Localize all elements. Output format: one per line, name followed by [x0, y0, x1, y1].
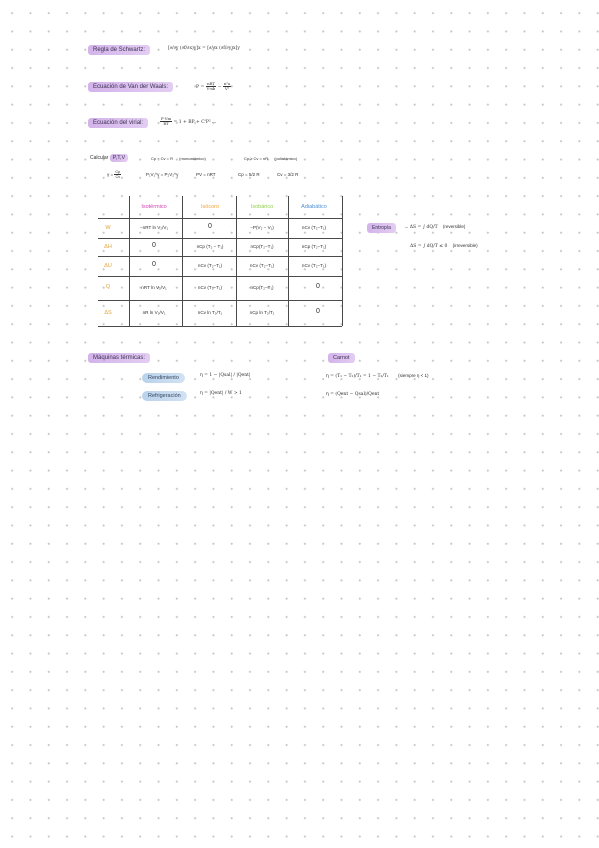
cell-du-isochoric: nCv (T₂−T₁) [197, 263, 223, 268]
table-hline-5 [98, 300, 342, 301]
entropy-irrev-formula: ΔS = ∫ dQ/T ≤ 0 [410, 244, 448, 249]
vdw-frac-2-num: n²a [222, 81, 232, 88]
carnot-eta1-note: (siempre η < 1) [398, 373, 429, 378]
row-label-q: Q [105, 284, 111, 290]
virial-rhs: = 1 + BP + C'P² ... [173, 120, 217, 126]
mono-note: (monoatómico) [179, 156, 206, 161]
cell-du-isobaric: nCv (T₂−T₁) [249, 263, 275, 268]
mono-formula: Cp − Cv = R [151, 156, 174, 161]
vdw-lhs: P = [196, 85, 205, 91]
carnot-efficiency-heat: η = (Qent − Qsal)/Qent [326, 392, 380, 397]
table-vline-1 [129, 196, 130, 326]
cell-dh-isobaric: nCp(T₂−T₁) [250, 244, 274, 249]
polyatomic-relation: Cp ≥ Cv = nR (poliatómico) [244, 156, 297, 161]
calc-label: Calcular [90, 155, 109, 161]
entropy-irrev-note: (irreversible) [452, 243, 478, 248]
entropy-rev-formula: ΔS = ∫ dQ/T [409, 225, 438, 230]
thermal-machines-label: Máquinas térmicas: [88, 353, 151, 363]
cell-dh-isothermal: 0 [152, 242, 156, 249]
cell-du-adiabatic: nCv (T₂−T₁) [301, 263, 327, 268]
cp-value: Cp = 5/2 R [238, 172, 260, 177]
cell-dh-isochoric: nCp (T₂ − T₁) [196, 244, 224, 249]
ptv-highlight: P,T,V [109, 154, 129, 162]
cell-ds-adiabatic: 0 [316, 308, 320, 315]
carnot-label: Carnot [328, 353, 355, 363]
table-hline-3 [98, 256, 342, 257]
cv-value: Cv = 3/2 R [277, 172, 299, 177]
vdw-frac-1-den: V-nb [206, 86, 216, 92]
col-header-adiabatic: Adiabático [301, 204, 327, 210]
table-vline-5 [342, 196, 343, 326]
vdw-frac-1-num: nRT [205, 81, 217, 88]
row-label-du: ΔU [104, 263, 112, 269]
gamma-den: Cv [115, 175, 121, 180]
efficiency-formula: η = 1 − |Qsal| / |Qent| [200, 373, 251, 378]
virial-frac-num: P·Vm [160, 116, 173, 123]
cell-ds-isothermal: nR ln V₂/V₁ [142, 310, 166, 315]
col-header-isochoric: Isócoro [200, 204, 220, 210]
cell-ds-isochoric: nCv ln T₂/T₁ [197, 310, 223, 315]
poli-note: (poliatómico) [274, 156, 298, 161]
row-label-ds: ΔS [104, 310, 112, 316]
virial-label: Ecuación del virial: [88, 118, 149, 128]
van-der-waals-label: Ecuación de Van der Waals: [88, 82, 174, 92]
gamma-num: Cp [114, 170, 122, 176]
cell-dh-adiabatic: nCp (T₂−T₁) [301, 244, 327, 249]
table-vline-3 [236, 196, 237, 326]
calc-ptv-line: Calcular P,T,V [90, 154, 129, 162]
cell-q-isochoric: nCv (T₂−T₁) [197, 285, 223, 290]
adiabatic-relation: P₁V₁^γ = P₂V₂^γ [146, 172, 179, 177]
col-header-isobaric: Isobárico [250, 204, 274, 210]
monoatomic-relation: Cp − Cv = R (monoatómico) [151, 156, 206, 161]
carnot-efficiency-temps: η = (T₁ − T₂)/T₁ = 1 − T₂/T₁ (siempre η … [326, 373, 428, 379]
schwartz-formula: [∂/∂y (∂f/∂x)y]x = [∂/∂x (∂f/∂y)x]y [168, 46, 240, 51]
table-hline-2 [98, 238, 342, 239]
table-hline-4 [98, 276, 342, 277]
poli-formula: Cp ≥ Cv = nR [244, 156, 269, 161]
row-label-w: W [105, 225, 111, 231]
table-hline-1 [98, 218, 342, 219]
table-hline-6 [98, 326, 342, 327]
entropy-arrow: → [404, 224, 409, 229]
entropy-rev-note: (reversible) [442, 224, 466, 229]
cell-ds-isobaric: nCp ln T₂/T₁ [249, 310, 275, 315]
col-header-isothermal: Isotérmico [141, 204, 167, 210]
entropy-reversible: → ΔS = ∫ dQ/T (reversible) [404, 224, 465, 230]
virial-frac-den: RT [163, 121, 169, 127]
entropy-label: Entropía [367, 223, 396, 233]
gamma-lhs: γ = [107, 171, 114, 177]
cell-w-isobaric: −P(V₂ − V₁) [250, 225, 274, 230]
cell-q-isothermal: nRT ln V₂/V₁ [141, 285, 167, 290]
row-label-dh: ΔH [104, 244, 112, 250]
refrigeration-label: Refrigeración [142, 391, 187, 401]
table-vline-2 [182, 196, 183, 326]
schwartz-rule-label: Regla de Schwartz: [88, 45, 151, 55]
vdw-frac-2-den: V² [224, 86, 230, 92]
cell-w-adiabatic: nCv (T₂−T₁) [301, 225, 327, 230]
cell-w-isothermal: −nRT ln V₂/V₁ [139, 225, 169, 230]
refrigeration-formula: η = |Qent| / W > 1 [200, 391, 242, 396]
cell-q-isobaric: nCp(T₂−T₁) [250, 285, 274, 290]
carnot-eta1-formula: η = (T₁ − T₂)/T₁ = 1 − T₂/T₁ [326, 374, 389, 379]
ideal-gas-law: PV = nRT [196, 172, 216, 177]
cell-q-adiabatic: 0 [316, 283, 320, 290]
vdw-minus: − [217, 85, 222, 91]
table-vline-4 [288, 196, 289, 326]
cell-w-isochoric: 0 [208, 223, 212, 230]
efficiency-label: Rendimiento [142, 373, 185, 383]
entropy-irreversible: ΔS = ∫ dQ/T ≤ 0 (irreversible) [410, 243, 478, 249]
cell-du-isothermal: 0 [152, 261, 156, 268]
